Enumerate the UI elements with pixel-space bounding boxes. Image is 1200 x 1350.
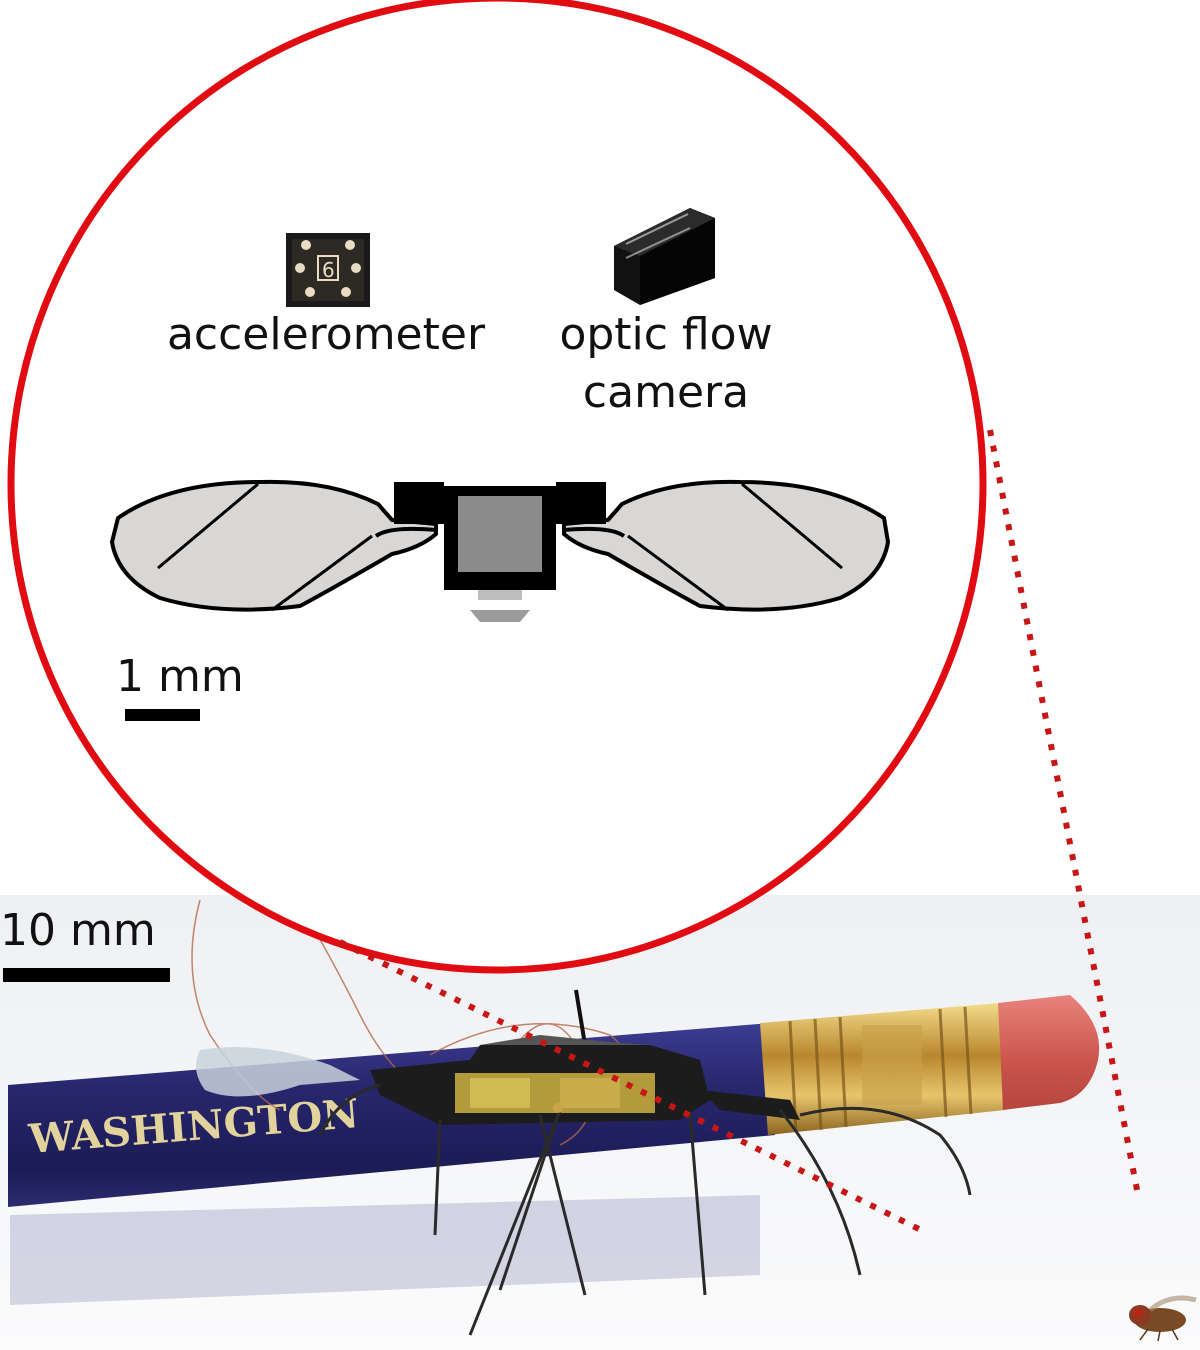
robot-insect-photo: WASHINGTON 1 xyxy=(0,895,1200,1350)
wing-schematic xyxy=(109,479,891,622)
accelerometer-chip-mark: 6 xyxy=(322,258,335,282)
fruit-fly xyxy=(1129,1295,1197,1342)
inset-scale-bar-label: 1 mm xyxy=(116,651,244,702)
camera-icon xyxy=(614,208,715,305)
optic-flow-camera-label: optic flow camera xyxy=(559,309,773,418)
accelerometer-label: accelerometer xyxy=(166,309,486,360)
photo-scale-bar xyxy=(3,968,170,982)
accelerometer-chip-icon: 6 xyxy=(286,233,370,307)
inset-scale-bar xyxy=(125,709,200,721)
photo-scale-bar-label: 10 mm xyxy=(0,905,156,956)
zoom-circle xyxy=(7,0,987,974)
